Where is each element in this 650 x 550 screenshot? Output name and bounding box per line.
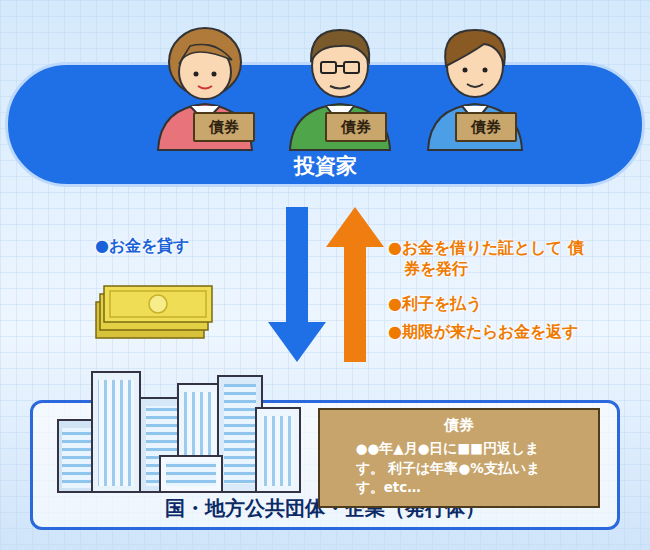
note-label: ●期限が来たらお金を返す — [388, 322, 578, 343]
node-text: ●●年▲月●日に■■円返します。 利子は年率●%支払います。etc… — [356, 439, 563, 498]
building-cluster — [58, 372, 300, 492]
bond-card: 債券 — [455, 112, 517, 142]
note-label: ●利子を払う — [388, 294, 482, 315]
bond-card: 債券 — [325, 112, 387, 142]
issuer-band: 国・地方公共団体・企業（発行体）債券●●年▲月●日に■■円返します。 利子は年率… — [30, 400, 620, 530]
node-text: 投資家 — [8, 152, 642, 180]
arrow-shape — [268, 207, 326, 362]
flow-arrow — [326, 207, 384, 362]
edge-label: ●お金を貸す — [95, 236, 189, 257]
investor-people — [158, 28, 522, 150]
investor-band: 投資家 債券 債券 債券 — [5, 62, 645, 187]
node-text: 債券 — [328, 416, 590, 435]
bond-certificate: 債券 ●●年▲月●日に■■円返します。 利子は年率●%支払います。etc… — [318, 408, 600, 508]
flow-arrow — [268, 207, 326, 362]
node-text: 債券 — [471, 118, 501, 137]
bond-card: 債券 — [193, 112, 255, 142]
banknotes — [96, 286, 212, 338]
arrow-shape — [326, 207, 384, 362]
node-text: 債券 — [209, 118, 239, 137]
node-text: 債券 — [341, 118, 371, 137]
edge-label: ●お金を借りた証として 債券を発行 — [388, 238, 585, 280]
